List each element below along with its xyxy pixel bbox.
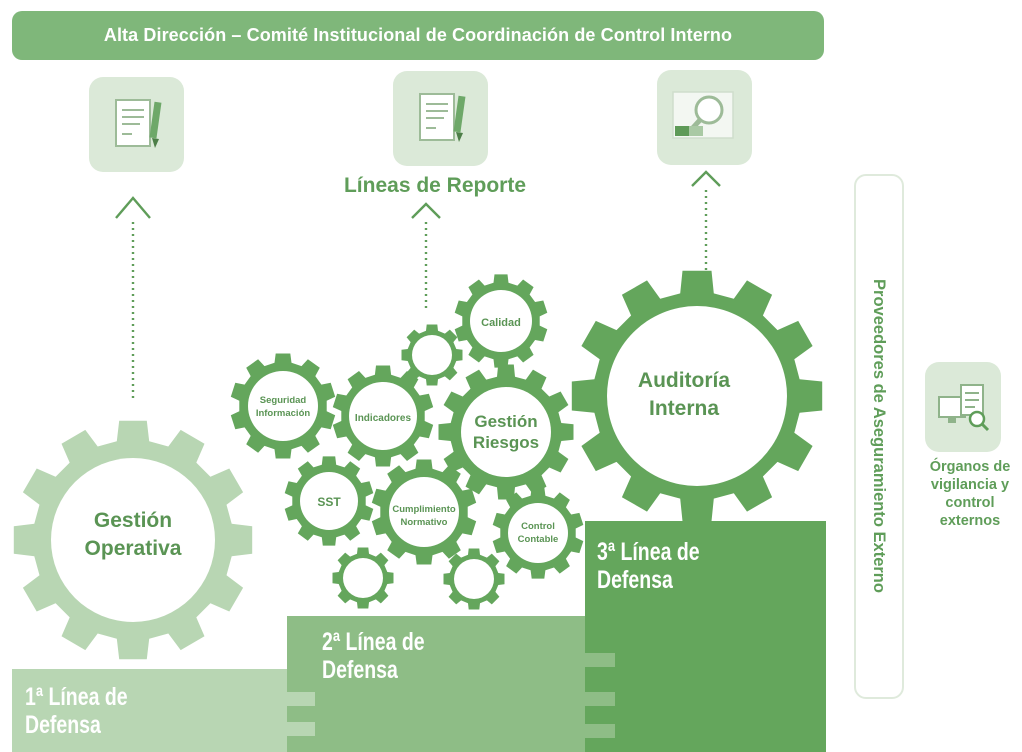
cumplimiento-label-1: Cumplimiento bbox=[392, 504, 456, 515]
magnifier-audit-icon bbox=[657, 70, 752, 165]
document-pen-icon bbox=[393, 71, 488, 166]
first-line-label-1: 1ª Línea de bbox=[25, 683, 128, 711]
second-line-label: 2ª Línea de Defensa bbox=[322, 628, 425, 684]
third-line-label-1: 3ª Línea de bbox=[597, 538, 700, 566]
document-pen-icon bbox=[89, 77, 184, 172]
banner-title: Alta Dirección – Comité Institucional de… bbox=[103, 25, 733, 45]
gestion-operativa-label-1: Gestión bbox=[94, 509, 172, 532]
third-line-label: 3ª Línea de Defensa bbox=[597, 538, 700, 594]
control-contable-label-2: Contable bbox=[518, 534, 559, 545]
second-line-step bbox=[287, 616, 585, 752]
sst-label: SST bbox=[317, 495, 341, 509]
indicadores-gear bbox=[332, 365, 434, 467]
seguridad-label-1: Seguridad bbox=[260, 395, 307, 406]
first-line-step bbox=[12, 669, 287, 752]
gestion-riesgos-label-2: Riesgos bbox=[473, 433, 539, 452]
indicadores-label: Indicadores bbox=[355, 413, 412, 424]
gestion-riesgos-gear bbox=[438, 364, 574, 500]
cumplimiento-gear bbox=[371, 459, 477, 565]
seguridad-gear bbox=[230, 353, 336, 459]
external-assurance-box bbox=[854, 174, 904, 699]
sst-gear bbox=[284, 456, 374, 546]
external-bodies-line-2: vigilancia y bbox=[930, 477, 1010, 493]
gestion-operativa-label-2: Operativa bbox=[85, 537, 182, 560]
small-bottom-right-gear bbox=[443, 548, 505, 610]
third-line-step bbox=[585, 521, 826, 752]
small-bottom-left-gear bbox=[332, 547, 394, 609]
auditoria-interna-label-2: Interna bbox=[649, 397, 719, 420]
external-assurance-label: Proveedores de Aseguramiento Externo bbox=[870, 279, 888, 593]
auditoria-interna-gear bbox=[571, 270, 823, 522]
monitor-checklist-icon bbox=[925, 362, 1001, 452]
external-bodies-line-4: externos bbox=[939, 513, 1001, 529]
control-contable-gear bbox=[492, 487, 584, 579]
calidad-gear bbox=[454, 274, 548, 368]
reporting-lines-label: Líneas de Reporte bbox=[343, 174, 527, 197]
small-top-gear bbox=[401, 324, 463, 386]
cumplimiento-label-2: Normativo bbox=[401, 517, 448, 528]
seguridad-label-2: Información bbox=[256, 408, 311, 419]
control-contable-label-1: Control bbox=[521, 521, 555, 532]
gestion-riesgos-label-1: Gestión bbox=[474, 412, 537, 431]
external-bodies-label: Órganos de vigilancia y control externos bbox=[915, 458, 1022, 530]
auditoria-interna-label-1: Auditoría bbox=[638, 369, 730, 392]
gestion-operativa-gear bbox=[13, 420, 253, 660]
external-bodies-line-1: Órganos de bbox=[929, 459, 1011, 475]
first-line-label: 1ª Línea de Defensa bbox=[25, 683, 128, 739]
external-bodies-line-3: control bbox=[945, 495, 995, 511]
second-line-label-2: Defensa bbox=[322, 656, 398, 684]
third-line-label-2: Defensa bbox=[597, 566, 673, 594]
top-management-banner: Alta Dirección – Comité Institucional de… bbox=[12, 11, 824, 60]
second-line-label-1: 2ª Línea de bbox=[322, 628, 425, 656]
first-line-label-2: Defensa bbox=[25, 711, 101, 739]
calidad-label: Calidad bbox=[481, 317, 521, 329]
